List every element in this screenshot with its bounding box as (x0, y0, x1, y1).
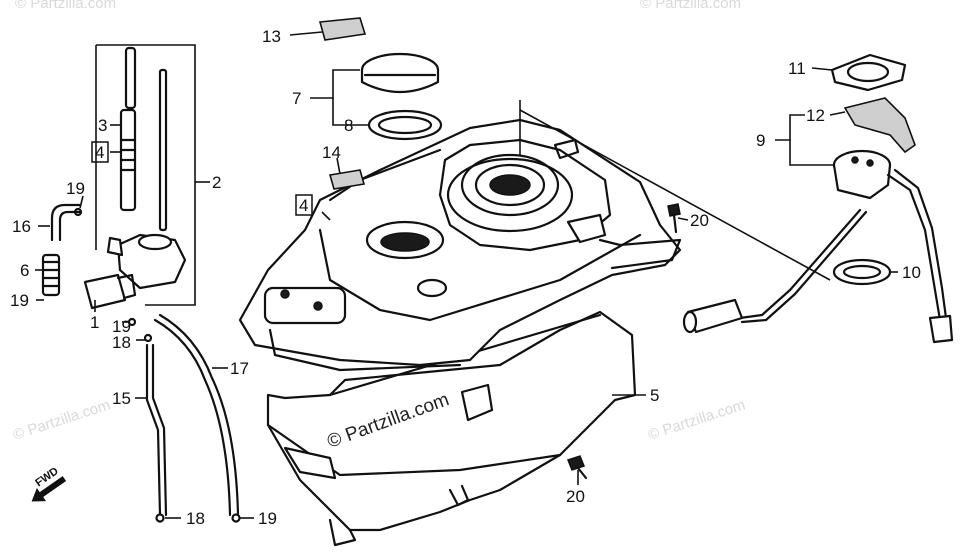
callout-12: 12 (806, 106, 825, 125)
fuel-cock-assembly (41, 46, 187, 327)
callout-3: 3 (98, 116, 107, 135)
callout-20-a: 20 (690, 211, 709, 230)
callout-14: 14 (322, 143, 341, 162)
callout-19-c: 19 (112, 317, 131, 336)
fuel-hoses (143, 313, 241, 523)
callout-4-tank: 4 (299, 196, 308, 215)
watermark-top-left: © Partzilla.com (15, 0, 116, 12)
callout-7: 7 (292, 89, 301, 108)
callouts: 2 3 4 19 16 6 19 1 19 18 17 15 18 19 13 … (10, 27, 921, 528)
callout-11: 11 (788, 59, 806, 78)
callout-15: 15 (112, 389, 131, 408)
forward-direction-indicator: FWD (31, 465, 67, 502)
callout-8: 8 (344, 116, 353, 135)
fwd-arrow-icon (31, 476, 67, 502)
callout-18-b: 18 (186, 509, 205, 528)
callout-1: 1 (90, 313, 99, 332)
callout-4-box-tank (295, 194, 313, 216)
callout-5: 5 (650, 386, 659, 405)
callout-16: 16 (12, 217, 31, 236)
watermark-left: © Partzilla.com (11, 396, 112, 443)
callout-9: 9 (756, 131, 765, 150)
callout-18-a: 18 (112, 333, 131, 352)
filler-cap-parts (318, 17, 443, 190)
callout-10: 10 (902, 263, 921, 282)
callout-19-d: 19 (258, 509, 277, 528)
callout-19-a: 19 (66, 179, 85, 198)
bolts (567, 203, 681, 480)
callout-4-box-left (91, 141, 109, 163)
callout-13: 13 (262, 27, 281, 46)
callout-2: 2 (212, 173, 221, 192)
watermark-right: © Partzilla.com (646, 396, 747, 443)
fuel-tank (238, 118, 682, 547)
callout-6: 6 (20, 261, 29, 280)
callout-17: 17 (230, 359, 249, 378)
callout-4-left: 4 (95, 143, 104, 162)
callout-19-b: 19 (10, 291, 29, 310)
fuel-gauge-unit (682, 53, 954, 344)
leader-lines (35, 31, 898, 519)
watermark-top-right: © Partzilla.com (640, 0, 741, 12)
callout-20-b: 20 (566, 487, 585, 506)
